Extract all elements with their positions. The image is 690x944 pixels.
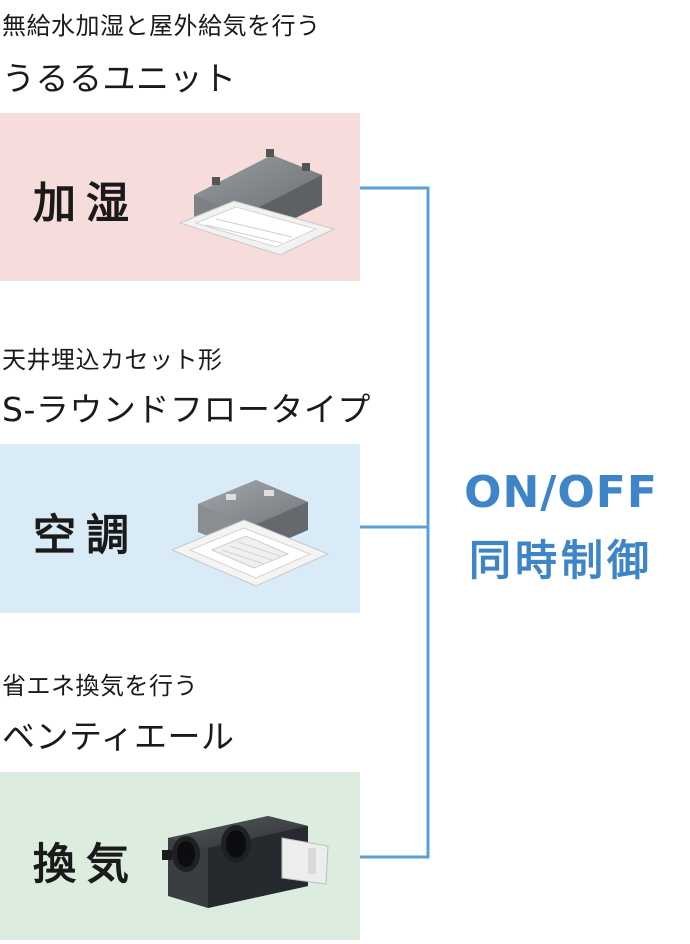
ac-panel: 空調 — [0, 444, 360, 613]
humidifier-panel: 加湿 — [0, 113, 360, 281]
ac-label: 空調 — [33, 511, 139, 561]
humidifier-title: うるるユニット — [2, 59, 237, 98]
humidifier-label: 加湿 — [33, 179, 139, 229]
ac-title: S-ラウンドフロータイプ — [2, 390, 371, 429]
vent-subtitle: 省エネ換気を行う — [2, 672, 198, 700]
ventilation-unit-icon — [162, 816, 329, 908]
humidifier-subtitle: 無給水加湿と屋外給気を行う — [2, 12, 321, 40]
connector-bracket-line — [360, 186, 430, 859]
vent-label: 換気 — [33, 840, 139, 890]
humidifier-unit-icon — [178, 149, 336, 255]
ac-subtitle: 天井埋込カセット形 — [2, 346, 223, 374]
vent-panel: 換気 — [0, 772, 360, 940]
vent-title: ベンティエール — [2, 717, 235, 756]
ceiling-cassette-icon — [170, 480, 330, 587]
simultaneous-control-label: 同時制御 — [468, 536, 653, 585]
on-off-label: ON/OFF — [464, 467, 658, 518]
